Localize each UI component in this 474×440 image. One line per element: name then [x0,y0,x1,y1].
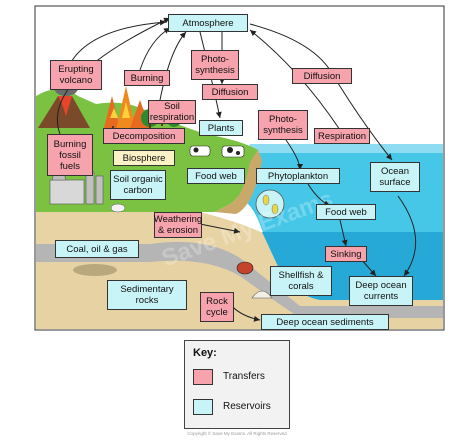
copyright-footer: Copyright © Save My Exams. All Rights Re… [187,431,287,436]
erupting-volcano-label: Erupting volcano [50,60,102,90]
weathering-erosion-label: Weathering & erosion [153,212,203,238]
key-title: Key: [193,347,217,359]
arrow-soilresp-to-atmosphere [159,31,187,101]
coal-oil-gas-label: Coal, oil & gas [55,240,139,258]
diffusion-left-label: Diffusion [202,84,258,100]
ocean-surface-label: Ocean surface [370,162,420,192]
soil-organic-carbon-label: Soil organic carbon [110,170,166,200]
food-web-ocean-label: Food web [316,204,376,220]
rock-cycle-label: Rock cycle [200,292,234,322]
photosynthesis-top-label: Photo- synthesis [191,50,239,80]
volcano [38,96,90,128]
diffusion-right-label: Diffusion [292,68,352,84]
decomposition-label: Decomposition [103,128,185,144]
photosynthesis-mid-label: Photo- synthesis [258,110,308,140]
plants-label: Plants [199,120,243,136]
ocean-surface-band [250,144,443,153]
arrow-weathering-to-ocean [199,223,241,234]
food-web-land-label: Food web [187,168,245,184]
respiration-label: Respiration [314,128,370,144]
deep-ocean-currents-label: Deep ocean currents [349,276,413,306]
shell [251,290,273,299]
arrow-volcano-to-atmosphere [69,19,167,65]
cliff-edge [215,150,262,214]
shellfish-corals-label: Shellfish & corals [270,266,332,296]
reservoirs-swatch [193,399,213,415]
cows [189,145,245,158]
sinking-label: Sinking [325,246,367,262]
burning-fossil-fuels-label: Burning fossil fuels [47,134,93,176]
reservoirs-key-label: Reservoirs [223,401,271,412]
oil-deposit [73,264,117,276]
arrow-burning-to-atmosphere [139,27,171,71]
sheep [110,203,126,213]
crab [236,261,254,275]
biosphere-label: Biosphere [113,150,175,166]
burning-label: Burning [124,70,170,86]
deep-ocean-sediments-label: Deep ocean sediments [261,314,389,330]
lower-sediment-band [36,260,443,329]
atmosphere-label: Atmosphere [168,14,248,32]
transfers-key-label: Transfers [223,371,265,382]
phytoplankton-label: Phytoplankton [256,168,340,184]
sedimentary-rocks-label: Sedimentary rocks [107,280,187,310]
transfers-swatch [193,369,213,385]
soil-respiration-label: Soil respiration [148,100,196,124]
arrow-foodweb-to-sinking [339,219,348,247]
key-legend: Key: Transfers Reservoirs [184,340,290,429]
arrow-ocean-to-deep [397,195,417,277]
